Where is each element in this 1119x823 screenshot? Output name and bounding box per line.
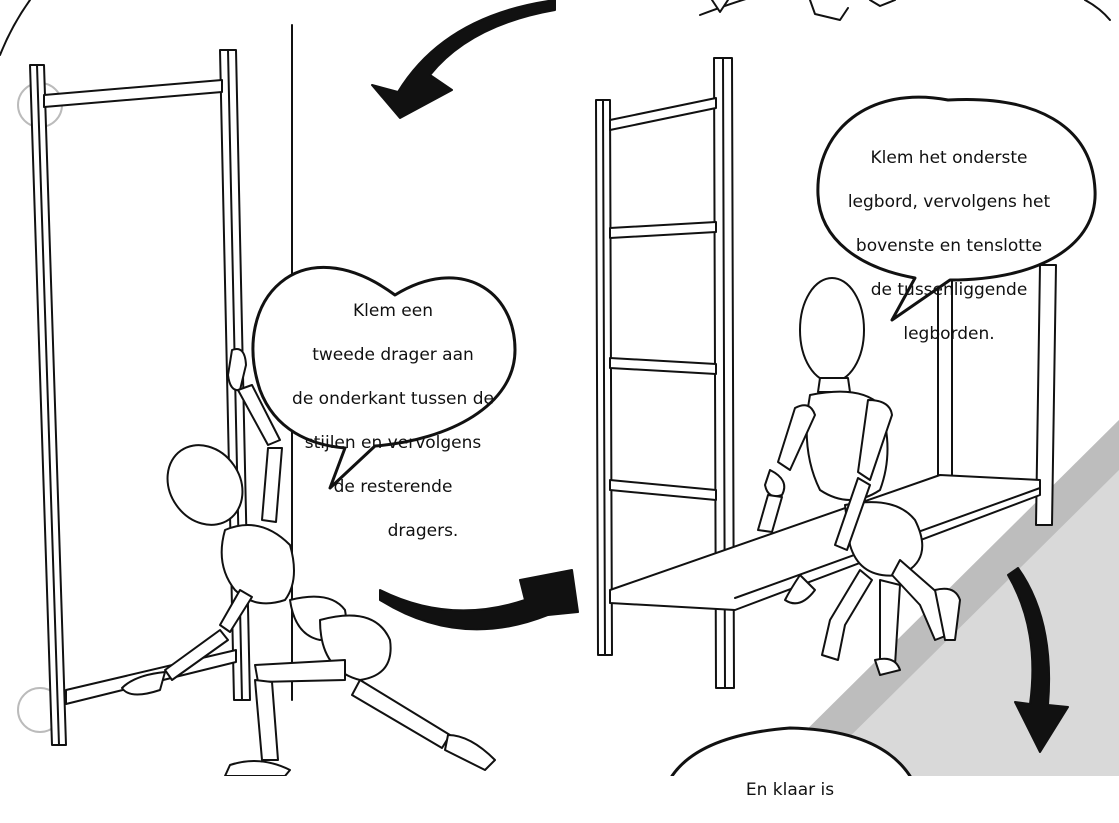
bubble-line: bovenste en tenslotte xyxy=(840,235,1058,257)
bubble-line: tweede drager aan xyxy=(268,344,518,366)
bubble-line: Klem een xyxy=(268,300,518,322)
bubble-line: de resterende xyxy=(268,476,518,498)
speech-bubble-left-text: Klem een tweede drager aan de onderkant … xyxy=(268,278,518,564)
speech-bubble-right-text: Klem het onderste legbord, vervolgens he… xyxy=(840,125,1058,367)
bubble-line: de tussenliggende xyxy=(840,279,1058,301)
bubble-line: En klaar is xyxy=(690,779,890,801)
bubble-line: legborden. xyxy=(840,323,1058,345)
curved-arrow-right-icon xyxy=(380,570,578,629)
curved-arrow-down-left-icon xyxy=(372,0,555,118)
speech-bubble-bottom-text: En klaar is xyxy=(690,757,890,823)
bubble-line: legbord, vervolgens het xyxy=(840,191,1058,213)
bubble-line: dragers. xyxy=(268,520,518,542)
bubble-line: stijlen en vervolgens xyxy=(268,432,518,454)
bubble-line: Klem het onderste xyxy=(840,147,1058,169)
bubble-line: de onderkant tussen de xyxy=(268,388,518,410)
instruction-illustration xyxy=(0,0,1119,776)
